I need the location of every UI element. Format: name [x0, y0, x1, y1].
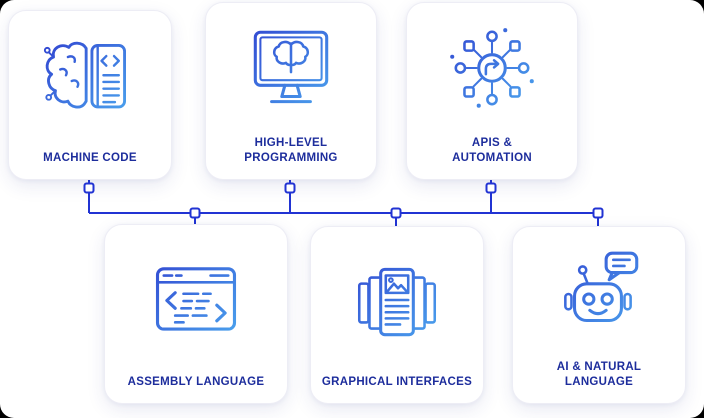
timeline-connector	[395, 212, 397, 227]
timeline-connector	[88, 178, 90, 213]
card-assembly-language: ASSEMBLY LANGUAGE	[104, 224, 288, 404]
timeline-connector	[597, 212, 599, 227]
timeline-connector	[289, 178, 291, 213]
timeline-connector	[490, 178, 492, 213]
timeline-node	[485, 182, 497, 194]
brain-code-icon	[42, 33, 138, 129]
timeline-node	[390, 207, 402, 219]
card-apis-automation: APIS & AUTOMATION	[406, 2, 578, 180]
timeline-connector	[194, 212, 196, 225]
stacked-windows-icon	[346, 250, 448, 352]
card-label: ASSEMBLY LANGUAGE	[127, 376, 265, 389]
timeline-node	[592, 207, 604, 219]
card-machine-code: MACHINE CODE	[8, 10, 172, 180]
timeline-node	[83, 182, 95, 194]
card-high-level-programming: HIGH-LEVEL PROGRAMMING	[205, 2, 377, 180]
card-graphical-interfaces: GRAPHICAL INTERFACES	[310, 226, 484, 404]
card-label: GRAPHICAL INTERFACES	[321, 376, 473, 389]
timeline-node	[189, 207, 201, 219]
browser-code-icon	[144, 248, 248, 352]
card-label: MACHINE CODE	[43, 152, 137, 165]
timeline-line	[89, 212, 599, 214]
card-label: HIGH-LEVEL PROGRAMMING	[244, 137, 338, 165]
card-label: AI & NATURAL LANGUAGE	[556, 361, 642, 389]
monitor-brain-icon	[240, 19, 342, 121]
card-label: APIS & AUTOMATION	[452, 137, 532, 165]
card-ai-natural-language: AI & NATURAL LANGUAGE	[512, 226, 686, 404]
robot-chat-icon	[548, 243, 650, 345]
timeline-node	[284, 182, 296, 194]
network-hub-icon	[441, 19, 543, 121]
